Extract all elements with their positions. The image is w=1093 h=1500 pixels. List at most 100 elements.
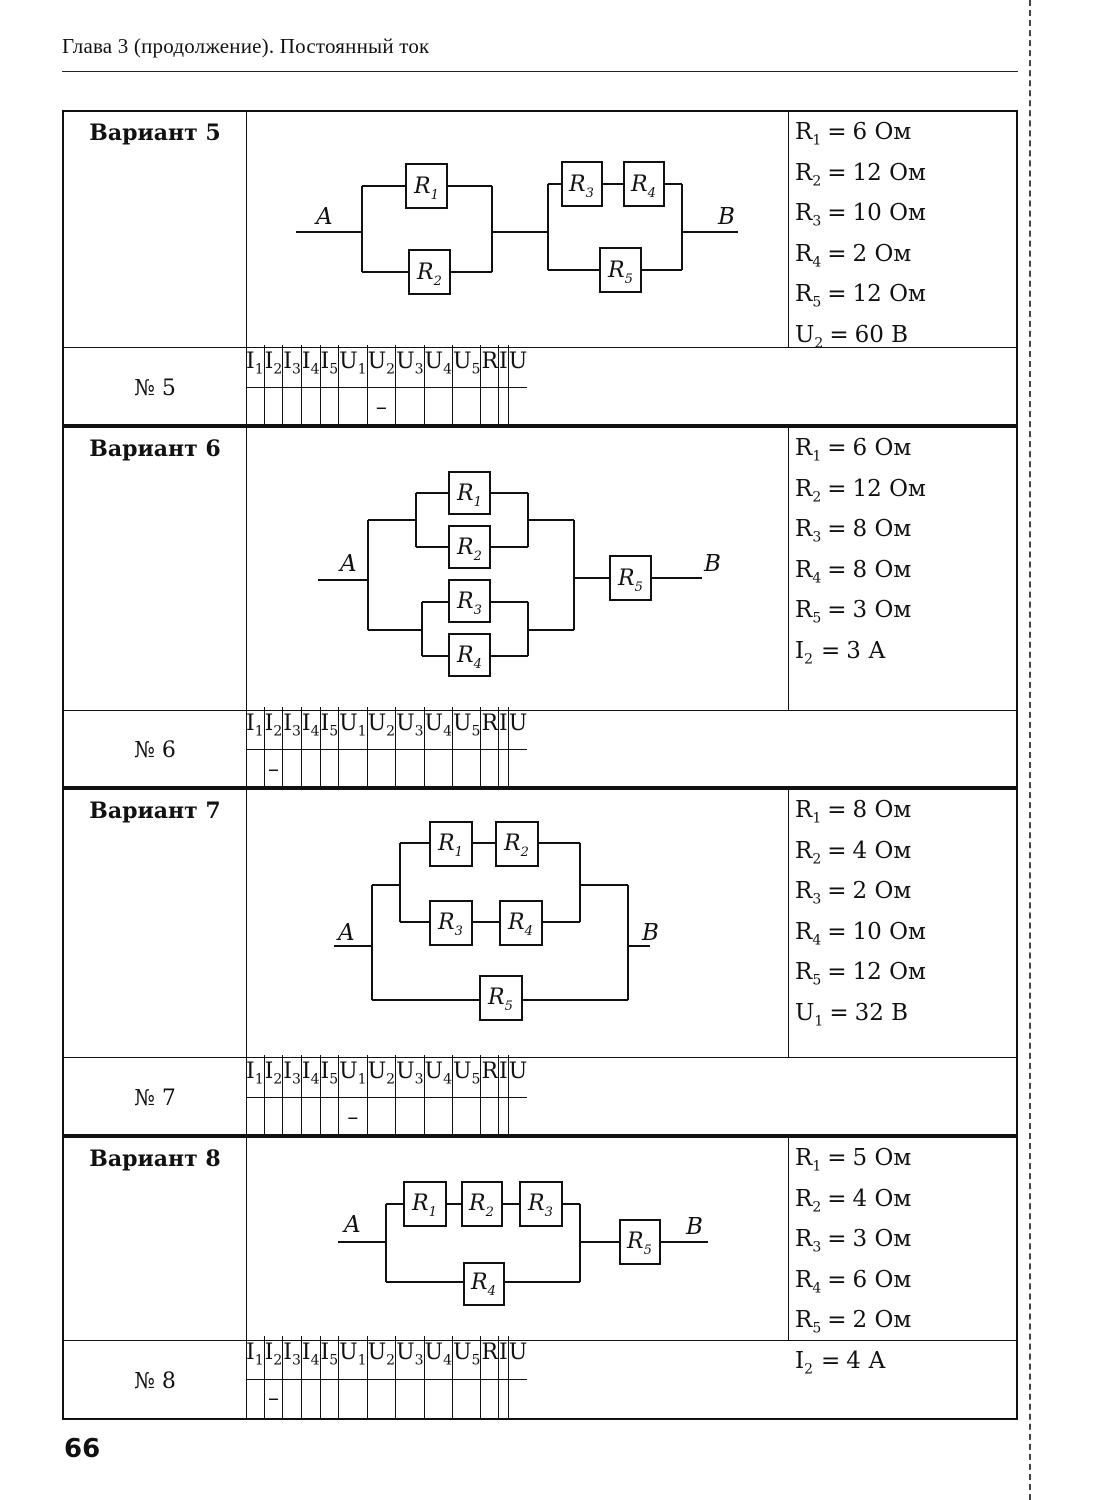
answer-cell[interactable] — [300, 1097, 321, 1136]
given-equals: = — [821, 1347, 841, 1374]
answer-cell[interactable] — [507, 749, 528, 788]
answer-column-header: U — [507, 1055, 528, 1098]
column-index: 1 — [254, 361, 264, 378]
answer-cell[interactable] — [451, 1378, 482, 1418]
resistor-r3 — [561, 161, 603, 207]
column-symbol: U — [396, 349, 415, 374]
column-index: 2 — [386, 1071, 396, 1088]
answer-column-header: I1 — [246, 707, 265, 750]
resistor-r3-label: R3 — [437, 910, 463, 939]
given-symbol: R4 — [795, 554, 821, 595]
answer-cell[interactable] — [423, 1097, 454, 1136]
task-number-cell: № 5 — [64, 345, 247, 424]
answer-column-header: I1 — [246, 345, 265, 388]
column-symbol: U — [424, 349, 444, 374]
answer-cell[interactable]: – — [263, 1378, 284, 1418]
answer-cell[interactable] — [246, 387, 265, 426]
given-equals: = — [829, 321, 849, 348]
page-number: 66 — [64, 1434, 101, 1464]
variant-label-cell: Вариант 6 — [64, 428, 247, 710]
answer-cell[interactable] — [498, 387, 509, 426]
answer-cell[interactable] — [498, 749, 509, 788]
answer-cell[interactable] — [282, 1097, 302, 1136]
given-equals: = — [827, 1145, 847, 1171]
answer-cell[interactable] — [366, 1378, 397, 1418]
answer-cell[interactable] — [498, 1097, 509, 1136]
given-value: 2 Ом — [852, 1307, 912, 1334]
column-index: 3 — [414, 723, 424, 740]
answer-cell[interactable] — [246, 749, 265, 788]
answer-cell[interactable] — [395, 1097, 425, 1136]
column-symbol: I — [320, 349, 330, 374]
answer-cell[interactable] — [319, 1378, 340, 1418]
column-index: 2 — [273, 1352, 283, 1369]
answer-cell[interactable] — [451, 1097, 482, 1136]
answer-cell[interactable] — [395, 749, 425, 788]
answer-cell[interactable] — [300, 749, 321, 788]
answer-column-header: I — [498, 345, 509, 388]
answer-cell[interactable] — [507, 1378, 528, 1418]
resistor-r4-label: R4 — [470, 1270, 496, 1299]
answer-cell[interactable] — [282, 387, 302, 426]
answer-cell[interactable] — [480, 1097, 500, 1136]
column-symbol: U — [508, 1059, 528, 1084]
given-value: 6 Ом — [852, 119, 912, 145]
answer-cell[interactable] — [338, 749, 368, 788]
answer-cell[interactable]: – — [338, 1097, 368, 1136]
column-symbol: I — [499, 1340, 508, 1365]
column-symbol: U — [367, 349, 387, 374]
answer-cell[interactable] — [451, 387, 482, 426]
column-symbol: I — [246, 1340, 255, 1365]
given-value: 3 Ом — [852, 597, 912, 624]
answer-cell[interactable] — [338, 387, 368, 426]
answer-cell[interactable] — [451, 749, 482, 788]
answer-cell[interactable] — [480, 749, 500, 788]
given-equals: = — [827, 797, 847, 823]
answer-cell[interactable] — [263, 387, 284, 426]
answer-cell[interactable]: – — [263, 749, 284, 788]
answer-cell[interactable] — [282, 1378, 302, 1418]
answer-cell[interactable] — [282, 749, 302, 788]
answer-cell[interactable] — [300, 1378, 321, 1418]
column-index: 4 — [443, 361, 452, 378]
answer-column-header: U4 — [423, 707, 454, 750]
answer-cell[interactable] — [507, 387, 528, 426]
resistor-r4 — [623, 161, 665, 207]
answer-cell[interactable] — [300, 387, 321, 426]
answer-cell[interactable]: – — [366, 387, 397, 426]
column-symbol: I — [320, 1059, 330, 1084]
answer-cell[interactable] — [263, 1097, 284, 1136]
resistor-r1-label: R1 — [411, 1191, 437, 1220]
answer-cell[interactable] — [498, 1378, 509, 1418]
answer-column-header: U2 — [366, 1055, 397, 1098]
circuit-diagram: A B R1 R2 R3 R4 R5 — [318, 471, 721, 677]
answer-cell[interactable] — [319, 749, 340, 788]
answer-cell[interactable] — [366, 749, 397, 788]
column-index: 5 — [329, 1352, 339, 1369]
given-symbol-index: 5 — [812, 610, 822, 627]
answer-cell[interactable] — [366, 1097, 397, 1136]
column-index: 3 — [291, 361, 301, 378]
variant-7: Вариант 7 — [62, 788, 1018, 1136]
answer-cell[interactable] — [423, 387, 454, 426]
answer-cell[interactable] — [480, 387, 500, 426]
column-index: 4 — [310, 723, 320, 740]
answer-cell[interactable] — [319, 387, 340, 426]
answer-column-header: I4 — [300, 707, 321, 750]
answer-cell[interactable] — [395, 1378, 425, 1418]
answer-cell[interactable] — [319, 1097, 340, 1136]
answer-cell[interactable] — [246, 1097, 265, 1136]
answer-cell[interactable] — [507, 1097, 528, 1136]
answer-cell[interactable] — [480, 1378, 500, 1418]
answer-cell[interactable] — [246, 1378, 265, 1418]
answer-cell[interactable] — [423, 1378, 454, 1418]
given-symbol-index: 3 — [812, 1239, 822, 1256]
answer-cell[interactable] — [338, 1378, 368, 1418]
given-symbol-letter: R — [795, 281, 813, 308]
given-value: 12 Ом — [852, 281, 926, 308]
answer-cell[interactable] — [395, 387, 425, 426]
answer-cell[interactable] — [423, 749, 454, 788]
given-equals: = — [827, 1226, 847, 1253]
answer-column-header: R — [480, 1336, 500, 1380]
